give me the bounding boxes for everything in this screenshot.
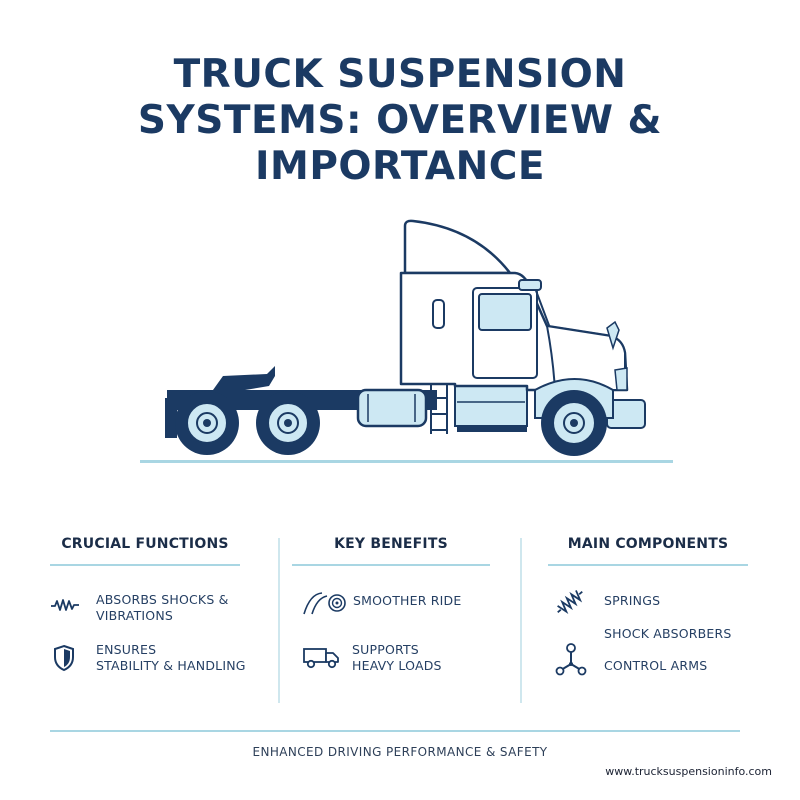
page-title: TRUCK SUSPENSION SYSTEMS: OVERVIEW & IMP… [0, 52, 800, 190]
springs-item: SPRINGS [604, 593, 661, 608]
key-benefits-column: KEY BENEFITS [292, 536, 490, 566]
absorbs-shocks-item: ABSORBS SHOCKS & VIBRATIONS [96, 592, 229, 623]
website-url: www.trucksuspensioninfo.com [605, 765, 772, 778]
fuel-tank [356, 388, 428, 428]
title-line-3: IMPORTANCE [255, 144, 545, 189]
wheel-rear-2 [256, 391, 320, 455]
delivery-truck-icon [303, 648, 339, 669]
wheel-rear-1 [175, 391, 239, 455]
coil-spring-icon [557, 590, 583, 615]
crucial-functions-rule [50, 564, 240, 566]
hood-ornament [606, 320, 620, 351]
title-line-1: TRUCK SUSPENSION [173, 52, 627, 97]
crucial-functions-heading: CRUCIAL FUNCTIONS [61, 536, 229, 552]
cab-steps [430, 384, 448, 434]
wheel-front [541, 390, 607, 456]
column-divider-1 [278, 538, 280, 703]
cab-door-window [478, 293, 532, 331]
rear-bumper [165, 398, 177, 438]
key-benefits-heading: KEY BENEFITS [334, 536, 448, 552]
footer-tagline: ENHANCED DRIVING PERFORMANCE & SAFETY [252, 745, 548, 759]
roof-fairing [403, 219, 512, 275]
bottom-rule [50, 730, 740, 732]
main-components-rule [548, 564, 748, 566]
headlight [614, 367, 628, 391]
key-benefits-rule [292, 564, 490, 566]
ensures-stability-item: ENSURES STABILITY & HANDLING [96, 642, 246, 673]
control-arms-item: CONTROL ARMS [604, 658, 708, 673]
ground-line [140, 460, 673, 463]
smooth-road-icon [303, 592, 346, 615]
side-skirt [454, 385, 528, 427]
main-components-heading: MAIN COMPONENTS [567, 536, 729, 552]
crucial-functions-column: CRUCIAL FUNCTIONS [50, 536, 240, 566]
main-components-column: MAIN COMPONENTS [548, 536, 748, 566]
cab-side-window [432, 299, 445, 329]
column-divider-2 [520, 538, 522, 703]
shield-icon [54, 644, 74, 672]
side-mirror [518, 279, 542, 291]
vibration-wave-icon [51, 599, 79, 611]
shock-absorbers-item: SHOCK ABSORBERS [604, 626, 732, 641]
control-arm-icon [555, 643, 587, 676]
title-line-2: SYSTEMS: OVERVIEW & [137, 98, 663, 143]
supports-heavy-loads-item: SUPPORTS HEAVY LOADS [352, 642, 442, 673]
smoother-ride-item: SMOOTHER RIDE [353, 593, 462, 608]
semi-truck-illustration [140, 219, 673, 463]
